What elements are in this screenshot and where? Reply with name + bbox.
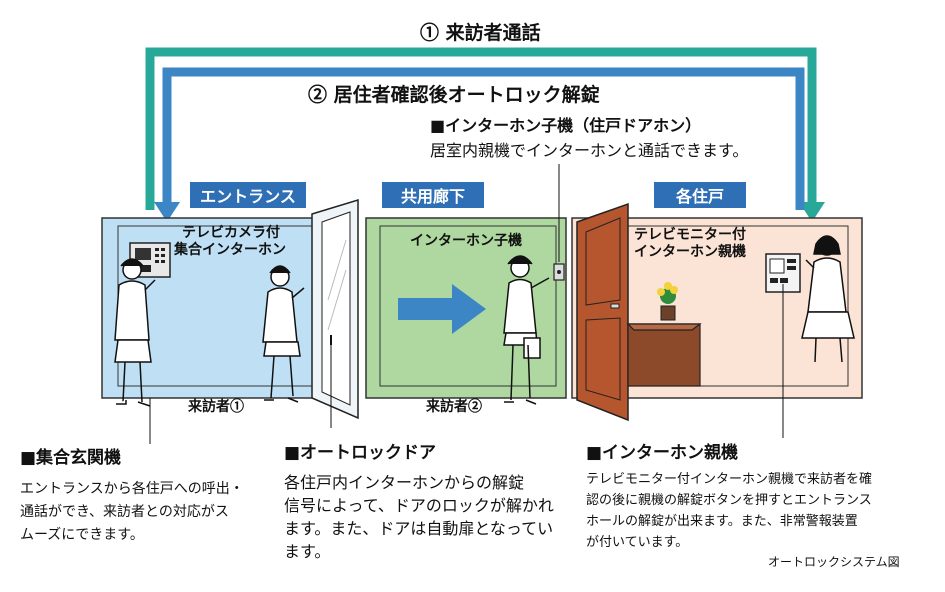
diagram-caption: オートロックシステム図 xyxy=(768,555,900,569)
parent-unit-description-title: ■インターホン親機 xyxy=(586,443,739,463)
entrance-description-title: ■集合玄関機 xyxy=(20,448,122,468)
home-door xyxy=(576,202,629,422)
resident-figure xyxy=(801,235,855,363)
area-tag-entrance: エントランス xyxy=(190,182,306,208)
autolock-description-line: 信号によって、ドアのロックが解かれ xyxy=(284,496,554,515)
entrance-description-line: エントランスから各住戸への呼出・ xyxy=(20,481,244,497)
autolock-description-line: 各住戸内インターホンからの解錠 xyxy=(284,473,525,492)
call-flow-label: ① 来訪者通話 xyxy=(420,22,541,44)
corridor-direction-arrow xyxy=(398,284,486,334)
visitor-1-figure xyxy=(114,258,156,407)
child-unit-callout-text: 居室内親機でインターホンと通話できます。 xyxy=(430,141,749,160)
home-unit-label-2: インターホン親機 xyxy=(634,244,746,260)
autolock-description: ■オートロックドア 各住戸内インターホンからの解錠 信号によって、ドアのロックが… xyxy=(284,442,554,563)
unlock-flow-arrowhead xyxy=(154,202,180,222)
home-unit-label-1: テレビモニター付 xyxy=(634,227,746,243)
unlock-flow-arrow xyxy=(162,67,805,210)
visitor-2-entrance-figure xyxy=(262,265,305,403)
parent-unit-description-line: ホールの解錠が出来ます。また、非常警報装置 xyxy=(586,514,858,529)
home-cabinet xyxy=(626,323,702,387)
parent-unit-description-line: テレビモニター付インターホン親機で来訪者を確 xyxy=(586,472,873,487)
autolock-description-title: ■オートロックドア xyxy=(284,443,437,463)
entrance-panel-label-1: テレビカメラ付 xyxy=(182,225,280,241)
area-tag-corridor: 共用廊下 xyxy=(382,182,484,208)
child-unit-callout-title: ■インターホン子機（住戸ドアホン） xyxy=(430,116,702,135)
visitor-2-corridor-figure xyxy=(503,255,550,405)
auto-lock-door xyxy=(311,198,359,420)
visitor-1-label: 来訪者① xyxy=(188,399,244,415)
visitor-2-label: 来訪者② xyxy=(426,399,482,415)
entrance-panel-label-2: 集合インターホン xyxy=(174,242,286,258)
entrance-description-line: ムーズにできます。 xyxy=(20,527,144,543)
call-flow-arrowhead xyxy=(799,202,825,222)
autolock-description-line: ます。 xyxy=(284,542,331,561)
plant-icon xyxy=(657,282,678,321)
area-tag-home: 各住戸 xyxy=(654,182,746,208)
parent-unit-description-line: が付いています。 xyxy=(586,535,689,550)
corridor-unit-label: インターホン子機 xyxy=(410,233,522,249)
corridor-intercom-unit xyxy=(553,263,565,281)
entrance-description-line: 通話ができ、来訪者との対応がス xyxy=(20,504,229,520)
autolock-description-line: ます。また、ドアは自動扉となってい xyxy=(284,519,554,538)
entrance-description: ■集合玄関機 エントランスから各住戸への呼出・ 通話ができ、来訪者との対応がス … xyxy=(20,447,244,547)
unlock-flow-label: ② 居住者確認後オートロック解錠 xyxy=(308,84,600,106)
parent-unit-description-line: 認の後に親機の解錠ボタンを押すとエントランス xyxy=(586,493,872,508)
call-flow-arrow xyxy=(145,47,817,210)
parent-unit-description: ■インターホン親機 テレビモニター付インターホン親機で来訪者を確 認の後に親機の… xyxy=(586,442,872,553)
